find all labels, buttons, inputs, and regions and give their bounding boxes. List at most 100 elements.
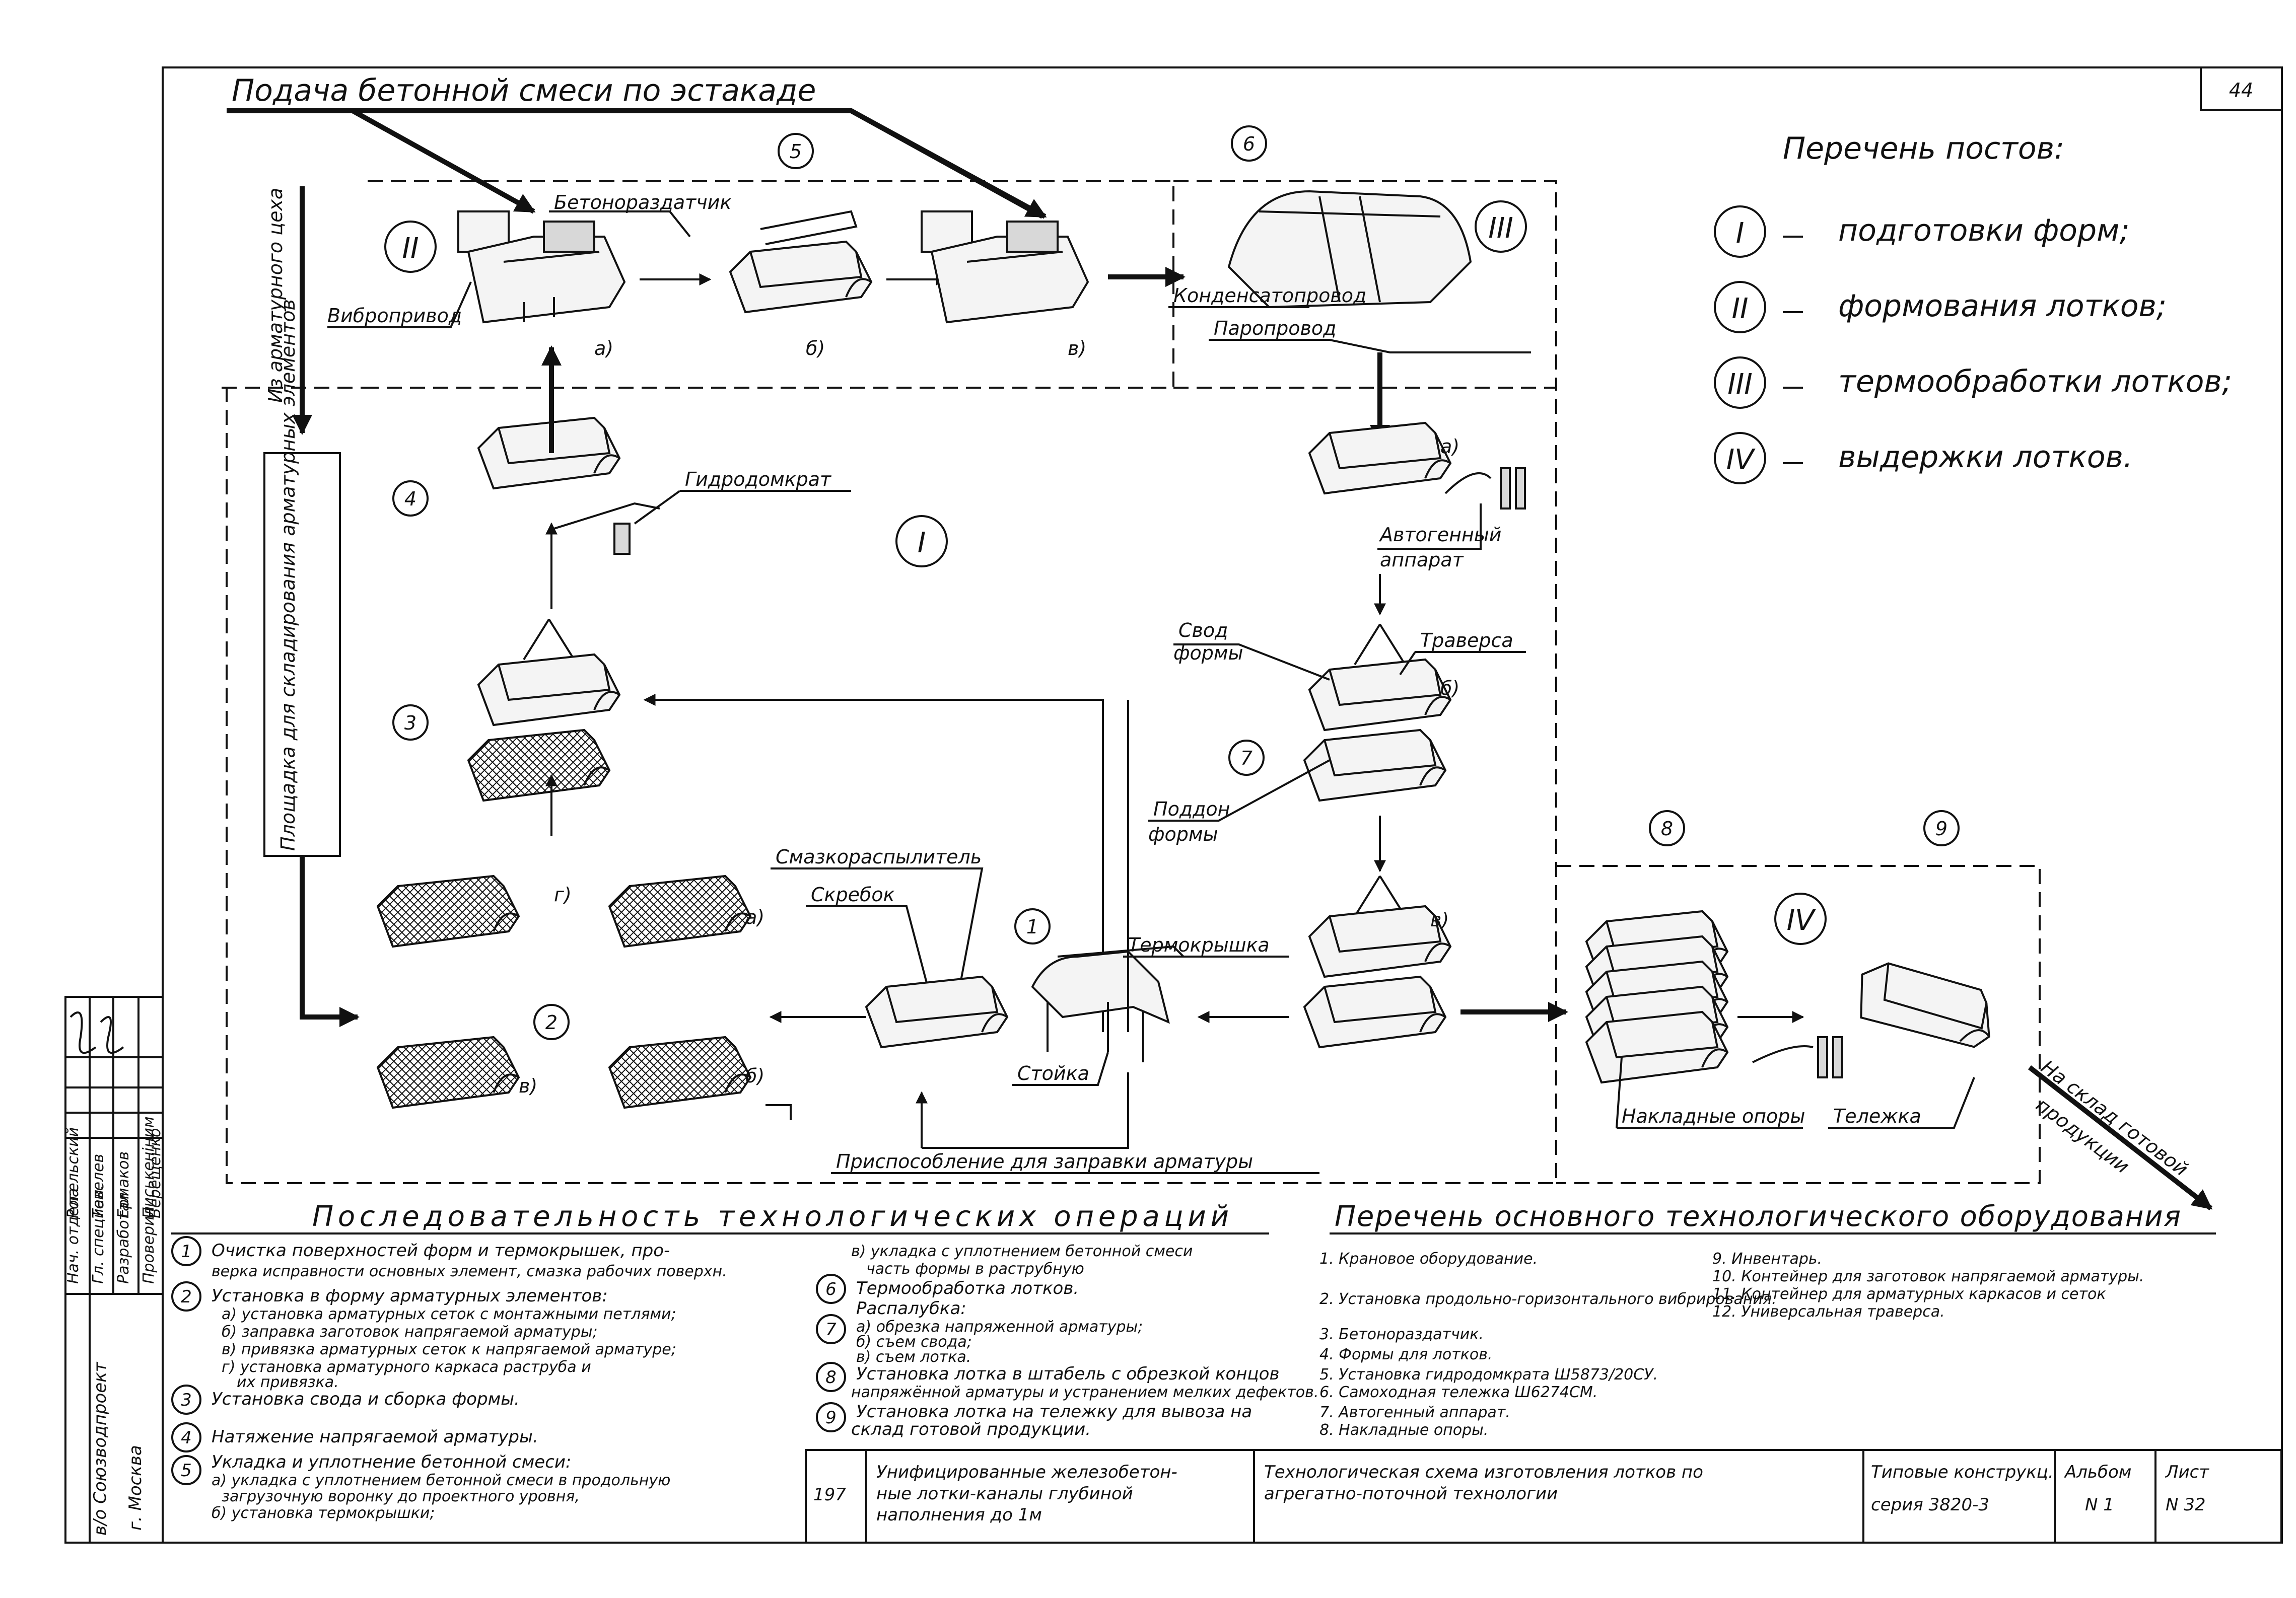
svg-text:Распалубка:: Распалубка:	[856, 1298, 966, 1319]
trough-7a	[1308, 422, 1451, 494]
label-5v: в)	[1068, 337, 1086, 359]
svg-text:10. Контейнер для заготовок на: 10. Контейнер для заготовок напрягаемой …	[1712, 1268, 2144, 1285]
post-2-roman: II	[1731, 293, 1748, 325]
label-step2-a: а)	[745, 906, 764, 928]
post-4-text: выдержки лотков.	[1838, 440, 2133, 475]
stack-of-troughs	[1585, 910, 1728, 1083]
arrow-to-warehouse	[2028, 1065, 2213, 1210]
post-1-roman: I	[1736, 217, 1745, 250]
svg-text:Натяжение напрягаемой арматуры: Натяжение напрягаемой арматуры.	[212, 1427, 538, 1447]
svg-text:Установка в форму арматурных э: Установка в форму арматурных элементов:	[212, 1286, 608, 1306]
trough-1	[865, 976, 1008, 1048]
gas-apparatus	[1444, 467, 1526, 510]
thermo-cover-on-stands	[1031, 945, 1185, 1062]
svg-text:Установка лотка в штабель с об: Установка лотка в штабель с обрезкой кон…	[856, 1364, 1280, 1384]
posts-title: Перечень постов:	[1783, 131, 2064, 166]
svg-text:в) укладка с уплотнением бетон: в) укладка с уплотнением бетонной смеси	[851, 1243, 1193, 1260]
supports-leader	[1616, 1057, 1803, 1129]
equipment-list-2: 9. Инвентарь. 10. Контейнер для заготово…	[1712, 1250, 2144, 1321]
stand-leader	[1012, 1052, 1109, 1086]
svg-text:Рогельский: Рогельский	[64, 1127, 82, 1218]
step-4-marker	[392, 480, 429, 517]
scraper-leader	[806, 905, 933, 1002]
svg-text:N 32: N 32	[2166, 1495, 2206, 1515]
zone-II-marker	[384, 221, 437, 273]
svg-text:Альбом: Альбом	[2064, 1462, 2131, 1482]
stand-label: Стойка	[1017, 1062, 1089, 1084]
condensate-pipe-label: Конденсатопровод	[1173, 284, 1366, 307]
top-feed-label: Подача бетонной смеси по эстакаде	[232, 73, 816, 108]
svg-text:ные лотки-каналы глубиной: ные лотки-каналы глубиной	[876, 1484, 1133, 1504]
step-9-marker	[1923, 810, 1960, 846]
label-2v: в)	[519, 1075, 537, 1097]
storage-area-box	[263, 452, 341, 857]
gas-apparatus-label-1: Автогенный	[1378, 524, 1502, 546]
equipment-title: Перечень основного технологического обор…	[1335, 1200, 2181, 1233]
svg-text:Тевелев: Тевелев	[90, 1154, 107, 1218]
svg-text:Очистка поверхностей форм и те: Очистка поверхностей форм и термокрышек,…	[212, 1241, 670, 1261]
mesh-2b	[608, 1036, 751, 1109]
trough-7v-top	[1308, 905, 1451, 978]
post-2-text: формования лотков;	[1838, 288, 2167, 324]
svg-text:5. Установка гидродомкрата Ш58: 5. Установка гидродомкрата Ш5873/20СУ.	[1319, 1366, 1658, 1384]
svg-text:6. Самоходная тележка Ш6274СМ.: 6. Самоходная тележка Ш6274СМ.	[1319, 1384, 1597, 1401]
svg-text:3: 3	[181, 1390, 192, 1410]
svg-text:б) установка термокрышки;: б) установка термокрышки;	[212, 1504, 435, 1522]
form-pallet-leader	[1148, 759, 1330, 822]
zone-IV-text: IV	[1787, 904, 1817, 937]
zone-I-text: I	[918, 527, 926, 559]
storage-to-post2-arrow	[300, 856, 360, 1027]
svg-text:напряжённой арматуры и устране: напряжённой арматуры и устранением мелки…	[851, 1384, 1318, 1401]
svg-text:агрегатно-поточной технологии: агрегатно-поточной технологии	[1264, 1484, 1558, 1504]
post-1-text: подготовки форм;	[1838, 213, 2130, 248]
zone-I-boundary	[222, 387, 1557, 1184]
svg-text:загрузочную воронку до проектн: загрузочную воронку до проектного уровня…	[222, 1488, 580, 1505]
cart-leader	[1828, 1077, 1975, 1129]
svg-text:N 1: N 1	[2085, 1495, 2114, 1515]
form-vault-label-2: формы	[1173, 642, 1243, 664]
sequence-column-1: 1 Очистка поверхностей форм и термокрыше…	[171, 1236, 727, 1522]
posts-list: I подготовки форм; II формования лотков;…	[1714, 205, 2232, 484]
label-7v: в)	[1430, 909, 1449, 931]
svg-text:9: 9	[825, 1408, 837, 1428]
svg-text:6: 6	[825, 1279, 837, 1299]
traverse-leader	[1399, 651, 1526, 676]
svg-text:1: 1	[181, 1242, 192, 1262]
post-2-marker	[1714, 281, 1766, 333]
post-3-text: термообработки лотков;	[1838, 364, 2232, 399]
zone-III-boundary	[1173, 180, 1557, 388]
svg-text:б) заправка заготовок напрягае: б) заправка заготовок напрягаемой армату…	[222, 1323, 598, 1341]
step-8-marker	[1649, 810, 1685, 846]
concrete-dispenser-a	[457, 210, 626, 324]
feed-arrow-v	[850, 108, 1047, 219]
steam-pipe-leader	[1209, 339, 1531, 353]
scraper-label: Скребок	[811, 884, 895, 906]
trough-3-mesh	[467, 729, 610, 802]
step-4-text: 4	[404, 488, 416, 510]
svg-text:Унифицированные железобетон-: Унифицированные железобетон-	[876, 1462, 1177, 1482]
sling-3	[523, 618, 575, 661]
device-loop	[922, 1072, 1129, 1149]
step-6-text: 6	[1243, 133, 1255, 155]
step-9-text: 9	[1935, 818, 1947, 840]
gas-apparatus-label-2: аппарат	[1380, 549, 1465, 571]
steaming-chamber	[1227, 190, 1472, 309]
form-pallet-label-2: формы	[1148, 823, 1218, 845]
svg-text:часть формы в раструб: часть формы в раструбную	[866, 1260, 1084, 1278]
svg-text:2. Установка продольно-горизон: 2. Установка продольно-горизонтального в…	[1319, 1290, 1777, 1308]
thermo-cover-5b	[760, 210, 858, 245]
mesh-2g	[377, 875, 520, 948]
hydrojack-label: Гидродомкрат	[685, 468, 832, 490]
svg-text:4. Формы для лотков.: 4. Формы для лотков.	[1319, 1346, 1492, 1363]
svg-text:б) съем свода;: б) съем свода;	[856, 1333, 972, 1351]
step-6-marker	[1231, 125, 1267, 162]
form-pallet-label-1: Поддон	[1153, 798, 1230, 820]
zone-IV-marker	[1774, 893, 1827, 945]
svg-text:Технологическая схема изготовл: Технологическая схема изготовления лотко…	[1264, 1462, 1703, 1482]
reinforcement-device-label: Приспособление для заправки арматуры	[836, 1150, 1253, 1173]
svg-text:Проверил: Проверил	[140, 1206, 158, 1284]
post-3-roman: III	[1727, 368, 1753, 401]
svg-text:5: 5	[181, 1461, 192, 1481]
feed-arrow-a	[351, 108, 536, 214]
label-2b: б)	[745, 1065, 764, 1087]
